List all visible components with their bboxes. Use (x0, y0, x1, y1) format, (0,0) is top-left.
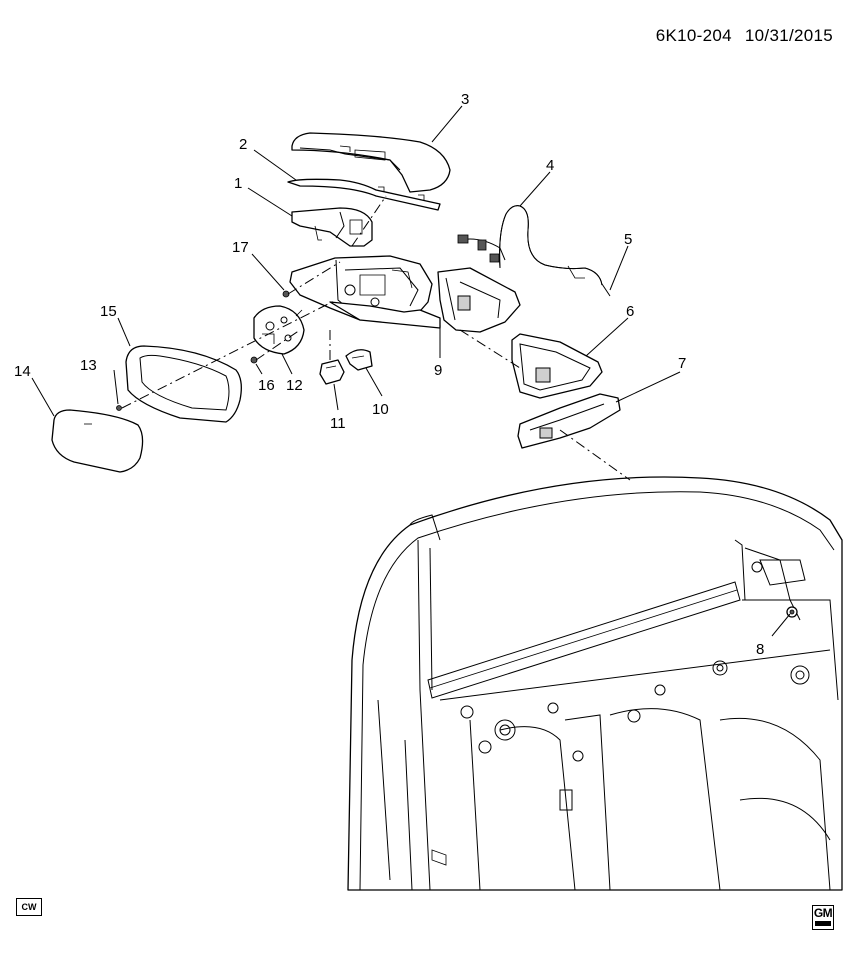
part-3-mirror-cover (291, 132, 451, 193)
callout-13: 13 (80, 357, 97, 374)
part-17-screw (282, 290, 290, 298)
part-7-lower-trim (517, 393, 621, 449)
callout-17: 17 (232, 239, 249, 256)
part-11-bracket (319, 359, 345, 385)
leader-lines (31, 105, 791, 637)
assembly-lines (121, 195, 631, 481)
callout-2: 2 (239, 136, 247, 153)
part-2-trim-strip (287, 178, 441, 211)
callout-11: 11 (330, 415, 346, 432)
diagram-reference: 6K10-204 10/31/2015 (656, 26, 833, 46)
part-15-glass-housing (125, 345, 242, 423)
callouts: 1 2 3 4 5 6 7 8 9 10 11 12 13 14 15 16 1… (14, 91, 764, 658)
part-9-mirror-base-assembly (289, 255, 521, 333)
callout-12: 12 (286, 377, 303, 394)
part-5-screw (601, 283, 611, 297)
callout-9: 9 (434, 362, 442, 379)
callout-10: 10 (372, 401, 389, 418)
gm-logo: GM (812, 905, 834, 930)
cw-badge: CW (16, 898, 42, 916)
callout-8: 8 (756, 641, 764, 658)
part-12-actuator (253, 305, 305, 355)
callout-5: 5 (624, 231, 632, 248)
diagram-code: 6K10-204 (655, 26, 732, 45)
callout-15: 15 (100, 303, 117, 320)
part-4-wiring-harness (457, 205, 603, 286)
callout-4: 4 (546, 157, 554, 174)
part-13-screw (116, 405, 122, 411)
part-10-clip (345, 349, 373, 371)
part-6-gasket (511, 333, 603, 399)
callout-16: 16 (258, 377, 275, 394)
diagram-date: 10/31/2015 (744, 26, 833, 45)
door-frame (347, 476, 843, 891)
part-14-mirror-glass (51, 409, 144, 473)
callout-7: 7 (678, 355, 686, 372)
callout-6: 6 (626, 303, 634, 320)
callout-1: 1 (234, 175, 242, 192)
callout-3: 3 (461, 91, 469, 108)
part-1-bracket (291, 207, 373, 247)
part-16-screw (250, 356, 258, 364)
callout-14: 14 (14, 363, 31, 380)
